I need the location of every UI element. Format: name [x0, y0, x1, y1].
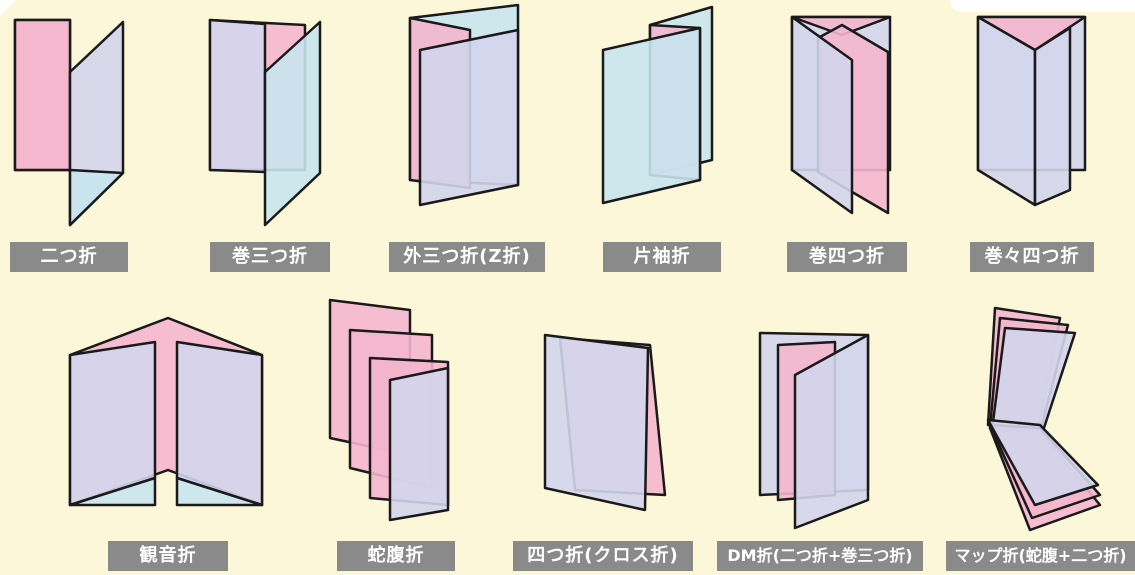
panel [175, 340, 264, 507]
panel [990, 326, 1077, 436]
panel [263, 20, 322, 227]
panel [68, 168, 125, 227]
fold-figure-nitsu-ori [13, 18, 125, 227]
fold-figure-makimaki-yotsu-ori [976, 15, 1087, 207]
fold-figure-kata-sode-ori [601, 5, 714, 205]
panel [1033, 26, 1072, 207]
label-kata-sode-ori: 片袖折 [603, 242, 721, 272]
label-kannon-ori: 観音折 [108, 541, 228, 571]
panel [790, 15, 854, 215]
fold-figure-kannon-ori [68, 316, 264, 507]
label-dm-ori: DM折(二つ折+巻三つ折) [717, 541, 923, 571]
fold-figure-maki-mitsu-ori [208, 18, 322, 227]
fold-figure-yotsu-ori-cross [543, 333, 667, 512]
label-jabara-ori: 蛇腹折 [337, 541, 455, 571]
label-makimaki-yotsu-ori: 巻々四つ折 [970, 242, 1094, 272]
fold-figure-map-ori [986, 306, 1102, 532]
panel [793, 333, 870, 530]
panel [976, 15, 1037, 207]
label-soto-mitsu-ori: 外三つ折(Z折) [389, 242, 545, 272]
fold-figure-jabara-ori [328, 298, 450, 522]
panel [986, 418, 1100, 507]
fold-figure-soto-mitsu-ori [408, 3, 520, 207]
label-maki-yotsu-ori: 巻四つ折 [787, 242, 907, 272]
panel [175, 476, 264, 507]
label-yotsu-ori-cross: 四つ折(クロス折) [513, 541, 693, 571]
corner-decoration [0, 0, 16, 16]
panel [388, 366, 450, 522]
panel [68, 340, 157, 507]
panel [68, 476, 157, 507]
label-map-ori: マップ折(蛇腹+二つ折) [946, 541, 1135, 571]
panel [601, 26, 702, 205]
label-maki-mitsu-ori: 巻三つ折 [210, 242, 330, 272]
corner-decoration [950, 0, 1135, 12]
panel [13, 18, 72, 172]
fold-figure-maki-yotsu-ori [790, 15, 892, 215]
label-nitsu-ori: 二つ折 [10, 242, 128, 272]
panel [208, 18, 267, 174]
panel [418, 28, 520, 207]
fold-figure-dm-ori [758, 331, 870, 530]
panel [543, 333, 650, 512]
